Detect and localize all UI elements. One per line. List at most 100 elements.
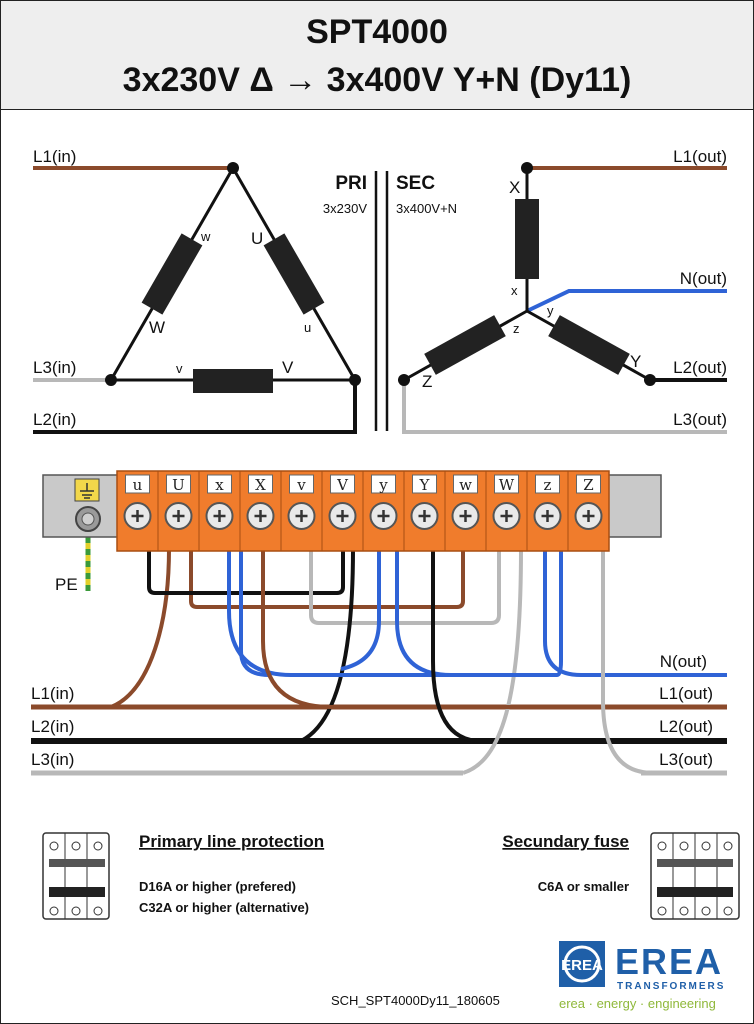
pri-voltage: 3x230V	[323, 201, 367, 216]
secondary-fuse-line-1: C6A or smaller	[538, 879, 629, 894]
primary-protection-line-2: C32A or higher (alternative)	[139, 900, 309, 915]
terminal-11-z: z	[526, 471, 562, 551]
terminal-label: X	[255, 476, 266, 494]
l2-out-terminal-label: L2(out)	[659, 717, 713, 736]
primary-protection-title: Primary line protection	[139, 832, 324, 851]
wire-l2in-to-v	[300, 548, 355, 743]
terminal-label: Z	[583, 476, 593, 494]
end-y-capital-label: Y	[630, 352, 641, 371]
terminal-12-Z: Z	[567, 471, 603, 551]
n-out-terminal-label: N(out)	[660, 652, 707, 671]
terminal-2-U: U	[157, 471, 193, 551]
winding-x-coil	[515, 199, 539, 279]
l1-out-label: L1(out)	[673, 147, 727, 166]
terminal-label: Y	[419, 476, 431, 494]
n-out-label: N(out)	[680, 269, 727, 288]
l2-out-label: L2(out)	[673, 358, 727, 377]
earth-icon	[80, 483, 94, 499]
sec-title: SEC	[396, 173, 435, 194]
l3-out-label: L3(out)	[673, 410, 727, 429]
l1-in-label: L1(in)	[33, 147, 76, 166]
bridge-u-to-w	[189, 549, 465, 609]
end-v-small-label: v	[176, 361, 183, 376]
terminal-label: x	[215, 476, 224, 494]
page-title: SPT4000	[306, 13, 448, 51]
erea-logo-ring	[563, 945, 601, 983]
l3-in-terminal-label: L3(in)	[31, 750, 74, 769]
terminal-label: z	[544, 476, 552, 494]
terminal-label: w	[459, 476, 472, 494]
neutral-y-link	[340, 549, 381, 671]
neutral-y2-link	[395, 549, 452, 677]
primary-protection-line-1: D16A or higher (prefered)	[139, 879, 296, 894]
node-right	[349, 374, 361, 386]
node-sec-right	[644, 374, 656, 386]
winding-w-coil	[141, 233, 203, 315]
brand-tagline: erea · energy · engineering	[559, 996, 716, 1011]
end-z-small-label: z	[513, 321, 520, 336]
wire-guide	[577, 549, 661, 741]
core-separator: PRI 3x230V SEC 3x400V+N	[323, 171, 457, 431]
terminal-label: U	[172, 476, 185, 494]
winding-v-coil	[193, 369, 273, 393]
secondary-fuse-title: Secundary fuse	[502, 832, 629, 851]
end-x-capital-label: X	[509, 178, 520, 197]
primary-breaker-icon	[42, 832, 110, 920]
terminal-7-y: y	[362, 471, 398, 551]
wire-z-to-l3out	[601, 549, 654, 775]
page-subtitle: 3x230V Δ → 3x400V Y+N (Dy11)	[122, 61, 632, 99]
terminal-label: u	[133, 476, 143, 494]
terminal-3-x: x	[198, 471, 234, 551]
end-u-capital-label: U	[251, 229, 263, 248]
breaker-body	[42, 832, 110, 920]
end-w-capital-label: W	[149, 318, 165, 337]
end-x-small-label: x	[511, 283, 518, 298]
brand-name: EREA	[615, 941, 723, 982]
node-sec-top	[521, 162, 533, 174]
primary-delta: L1(in) L3(in) L2(in) w U W u v V	[33, 147, 361, 434]
bridge-v-to-ww	[309, 549, 501, 625]
header: SPT4000 3x230V Δ → 3x400V Y+N (Dy11)	[1, 1, 753, 110]
winding-u-coil	[263, 233, 325, 315]
winding-z-coil	[424, 315, 506, 375]
erea-logo: EREA EREA TRANSFORMERS erea · energy · e…	[559, 941, 723, 1011]
l3-in-label: L3(in)	[33, 358, 76, 377]
neutral-z-link	[543, 549, 582, 677]
end-w-small-label: w	[200, 229, 211, 244]
neutral-x-link	[227, 549, 563, 677]
erea-logo-mark	[559, 941, 605, 987]
terminal-4-X: X	[239, 471, 275, 551]
secondary-star: X x y z Z Y L1(out) N(out) L2(out) L3(ou…	[398, 147, 727, 434]
terminal-label: y	[378, 476, 388, 494]
terminal-8-Y: Y	[403, 471, 439, 551]
end-v-capital-label: V	[282, 358, 294, 377]
sec-voltage: 3x400V+N	[396, 201, 457, 216]
l2-in-schematic-wire	[33, 380, 357, 434]
l2-in-label: L2(in)	[33, 410, 76, 429]
node-left	[105, 374, 117, 386]
end-y-small-label: y	[547, 303, 554, 318]
terminal-5-v: v	[280, 471, 316, 551]
n-out-schematic-wire	[526, 289, 727, 313]
terminal-label: W	[499, 476, 515, 494]
terminal-10-W: W	[485, 471, 521, 551]
document-id: SCH_SPT4000Dy11_180605	[331, 993, 500, 1008]
l1-in-terminal-label: L1(in)	[31, 684, 74, 703]
l1-out-terminal-label: L1(out)	[659, 684, 713, 703]
terminal-label: V	[336, 476, 349, 494]
pe-screw-inner	[81, 512, 95, 526]
neutral-x2-link	[239, 549, 270, 677]
pri-title: PRI	[335, 173, 367, 194]
erea-logo-monogram: EREA	[561, 957, 603, 974]
terminal-wiring	[31, 531, 727, 776]
end-z-capital-label: Z	[422, 372, 432, 391]
terminal-label: v	[296, 476, 306, 494]
bridge-uu-to-v	[147, 549, 345, 595]
pe-label: PE	[55, 575, 78, 594]
wire-l3in-to-w	[462, 548, 523, 775]
end-u-small-label: u	[304, 320, 311, 335]
winding-y-coil	[548, 315, 630, 375]
